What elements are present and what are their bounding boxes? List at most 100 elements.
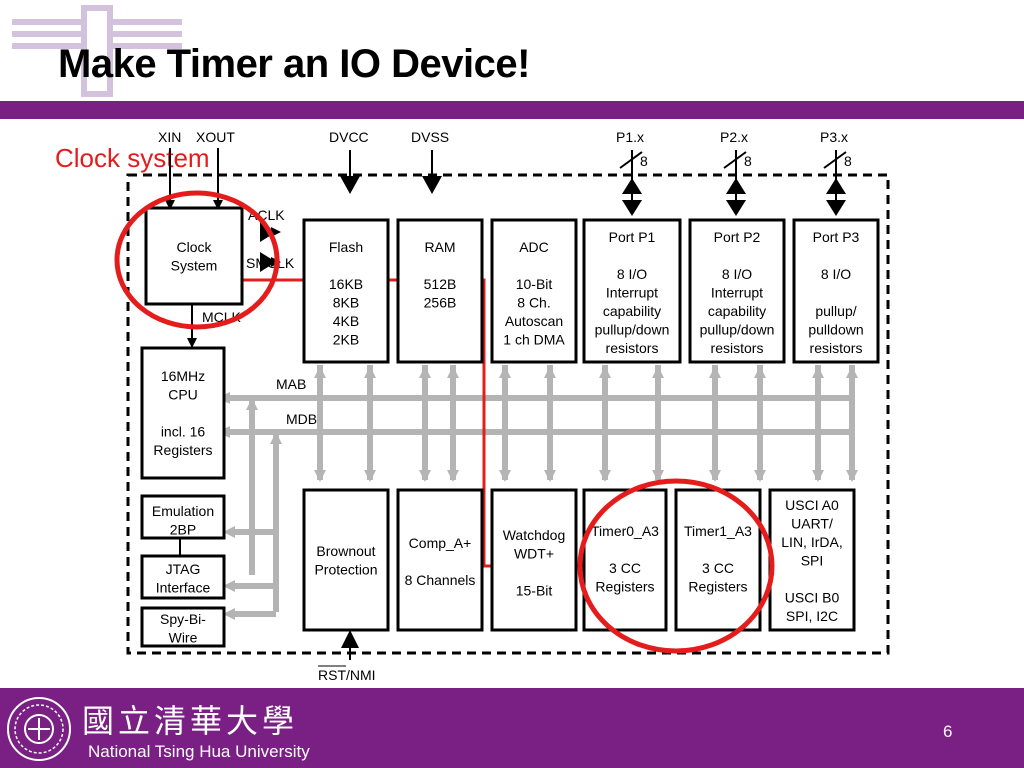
block-label-ram: 256B <box>424 295 457 311</box>
block-label-port-p3: Port P3 <box>813 229 860 245</box>
block-label-port-p3: pullup/ <box>815 303 856 319</box>
block-label-emulation: Emulation <box>152 503 214 519</box>
block-label-jtag: Interface <box>156 580 211 596</box>
block-label-port-p1: capability <box>603 303 661 319</box>
block-label-emulation: 2BP <box>170 522 196 538</box>
label-smclk: SMCLK <box>246 255 295 271</box>
block-label-usci: SPI <box>801 553 824 569</box>
block-label-port-p1: 8 I/O <box>617 266 647 282</box>
university-seal-icon <box>7 697 71 761</box>
block-label-flash: 16KB <box>329 276 363 292</box>
bus-lines <box>222 365 855 612</box>
block-label-port-p3: resistors <box>810 340 863 356</box>
label-mdb: MDB <box>286 411 317 427</box>
block-label-watchdog: WDT+ <box>514 546 554 562</box>
block-label-timer1: Timer1_A3 <box>684 523 752 539</box>
university-name-chinese: 國立清華大學 <box>82 702 299 740</box>
label-rst: RST/NMI <box>318 667 376 683</box>
label-dvss: DVSS <box>411 129 449 145</box>
block-label-port-p2: Interrupt <box>711 285 763 301</box>
block-port-p3 <box>792 218 880 364</box>
university-logo-watermark <box>12 5 182 97</box>
block-label-spy-bi-wire: Spy-Bi- <box>160 611 206 627</box>
block-brownout <box>302 488 390 632</box>
block-comp-a <box>396 488 484 632</box>
block-label-watchdog: Watchdog <box>503 527 566 543</box>
slide-subtitle: Clock system <box>55 143 210 173</box>
block-label-timer0: Registers <box>595 579 654 595</box>
page-number: 6 <box>943 722 953 741</box>
block-label-cpu: 16MHz <box>161 368 205 384</box>
block-label-ram: 512B <box>424 276 457 292</box>
block-cpu <box>140 346 226 480</box>
block-label-cpu: CPU <box>168 387 198 403</box>
block-timer1 <box>674 488 762 632</box>
block-port-p1 <box>582 218 682 364</box>
slide-title: Make Timer an IO Device! <box>58 42 530 86</box>
block-label-timer1: Registers <box>688 579 747 595</box>
block-port-p2 <box>688 218 786 364</box>
label-p2-width: 8 <box>744 153 752 169</box>
block-clock-system <box>144 206 244 306</box>
chip-boundary <box>126 173 890 655</box>
title-divider-bar <box>0 101 1024 119</box>
label-dvcc: DVCC <box>329 129 369 145</box>
block-label-timer1: 3 CC <box>702 560 734 576</box>
block-spy-bi-wire <box>140 606 226 648</box>
block-label-flash: Flash <box>329 239 363 255</box>
block-label-port-p2: resistors <box>711 340 764 356</box>
block-label-port-p3: 8 I/O <box>821 266 851 282</box>
block-label-adc: 8 Ch. <box>517 295 550 311</box>
block-label-comp-a: 8 Channels <box>405 572 476 588</box>
block-label-clock-system: Clock <box>176 239 212 255</box>
block-label-flash: 2KB <box>333 332 359 348</box>
block-label-usci: USCI B0 <box>785 590 840 606</box>
block-label-brownout: Protection <box>314 562 377 578</box>
block-label-adc: 1 ch DMA <box>503 332 565 348</box>
block-adc <box>490 218 578 364</box>
label-p1: P1.x <box>616 129 644 145</box>
block-label-cpu: Registers <box>153 442 212 458</box>
block-label-port-p2: pullup/down <box>700 322 775 338</box>
block-label-port-p1: Port P1 <box>609 229 656 245</box>
block-label-port-p2: Port P2 <box>714 229 761 245</box>
label-p1-width: 8 <box>640 153 648 169</box>
block-label-brownout: Brownout <box>316 543 375 559</box>
block-label-usci: UART/ <box>791 516 833 532</box>
block-flash <box>302 218 390 364</box>
block-label-adc: Autoscan <box>505 313 563 329</box>
block-label-ram: RAM <box>424 239 455 255</box>
block-label-clock-system: System <box>171 258 218 274</box>
block-watchdog <box>490 488 578 632</box>
label-p3: P3.x <box>820 129 848 145</box>
block-label-watchdog: 15-Bit <box>516 583 553 599</box>
label-p3-width: 8 <box>844 153 852 169</box>
block-label-usci: LIN, IrDA, <box>781 534 842 550</box>
block-label-port-p1: resistors <box>606 340 659 356</box>
label-xin: XIN <box>158 129 181 145</box>
block-label-flash: 4KB <box>333 313 359 329</box>
block-label-port-p1: pullup/down <box>595 322 670 338</box>
block-label-adc: ADC <box>519 239 549 255</box>
block-label-comp-a: Comp_A+ <box>409 535 472 551</box>
block-label-usci: SPI, I2C <box>786 608 838 624</box>
block-emulation <box>140 494 226 540</box>
block-jtag <box>140 554 226 600</box>
block-label-jtag: JTAG <box>166 561 201 577</box>
block-label-adc: 10-Bit <box>516 276 553 292</box>
block-label-port-p3: pulldown <box>808 322 863 338</box>
block-label-usci: USCI A0 <box>785 497 839 513</box>
label-mab: MAB <box>276 376 306 392</box>
footer-bar: 國立清華大學 National Tsing Hua University <box>0 688 1024 768</box>
university-name-english: National Tsing Hua University <box>88 742 310 761</box>
block-label-flash: 8KB <box>333 295 359 311</box>
block-label-port-p2: 8 I/O <box>722 266 752 282</box>
timers-highlight-circle <box>577 478 775 654</box>
block-label-timer0: 3 CC <box>609 560 641 576</box>
block-label-cpu: incl. 16 <box>161 424 206 440</box>
block-ram <box>396 218 484 364</box>
label-xout: XOUT <box>196 129 235 145</box>
label-p2: P2.x <box>720 129 748 145</box>
